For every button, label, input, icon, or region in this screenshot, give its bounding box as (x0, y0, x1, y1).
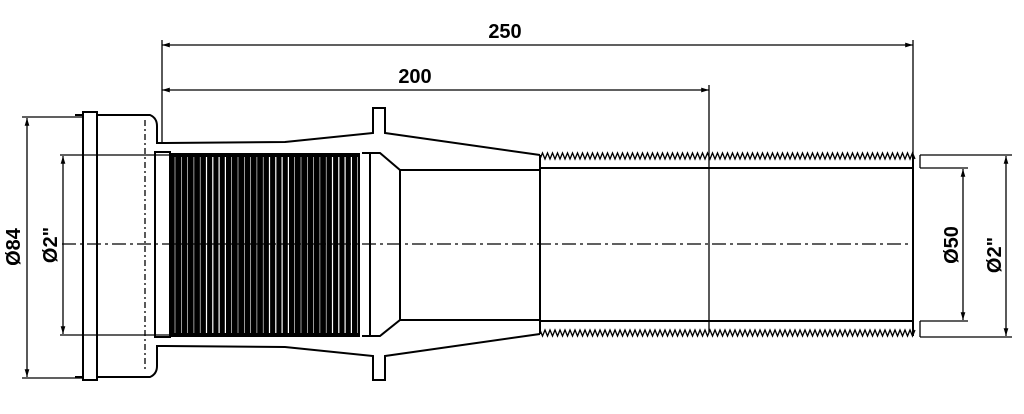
threaded-pipe (539, 151, 916, 338)
corrugated-section (170, 153, 360, 337)
dimension-200: 200 (162, 66, 710, 332)
dimension-d84-label: Ø84 (3, 227, 25, 266)
corrugation-fill (170, 153, 360, 337)
cone-body (164, 107, 541, 381)
dimension-outlet-d2-label: Ø2" (984, 237, 1006, 273)
dimension-d84: Ø84 (3, 116, 83, 379)
flange-nut (75, 111, 171, 381)
dimension-d50-label: Ø50 (941, 226, 963, 264)
dimension-200-label: 200 (398, 66, 431, 88)
dimension-d50: Ø50 (920, 167, 968, 322)
dimension-250: 250 (161, 21, 914, 160)
dimension-inlet-d2: Ø2" (40, 154, 170, 336)
dimension-inlet-d2-label: Ø2" (40, 227, 62, 263)
dimension-outlet-d2: Ø2" (919, 154, 1012, 338)
dimension-250-label: 250 (488, 21, 521, 43)
